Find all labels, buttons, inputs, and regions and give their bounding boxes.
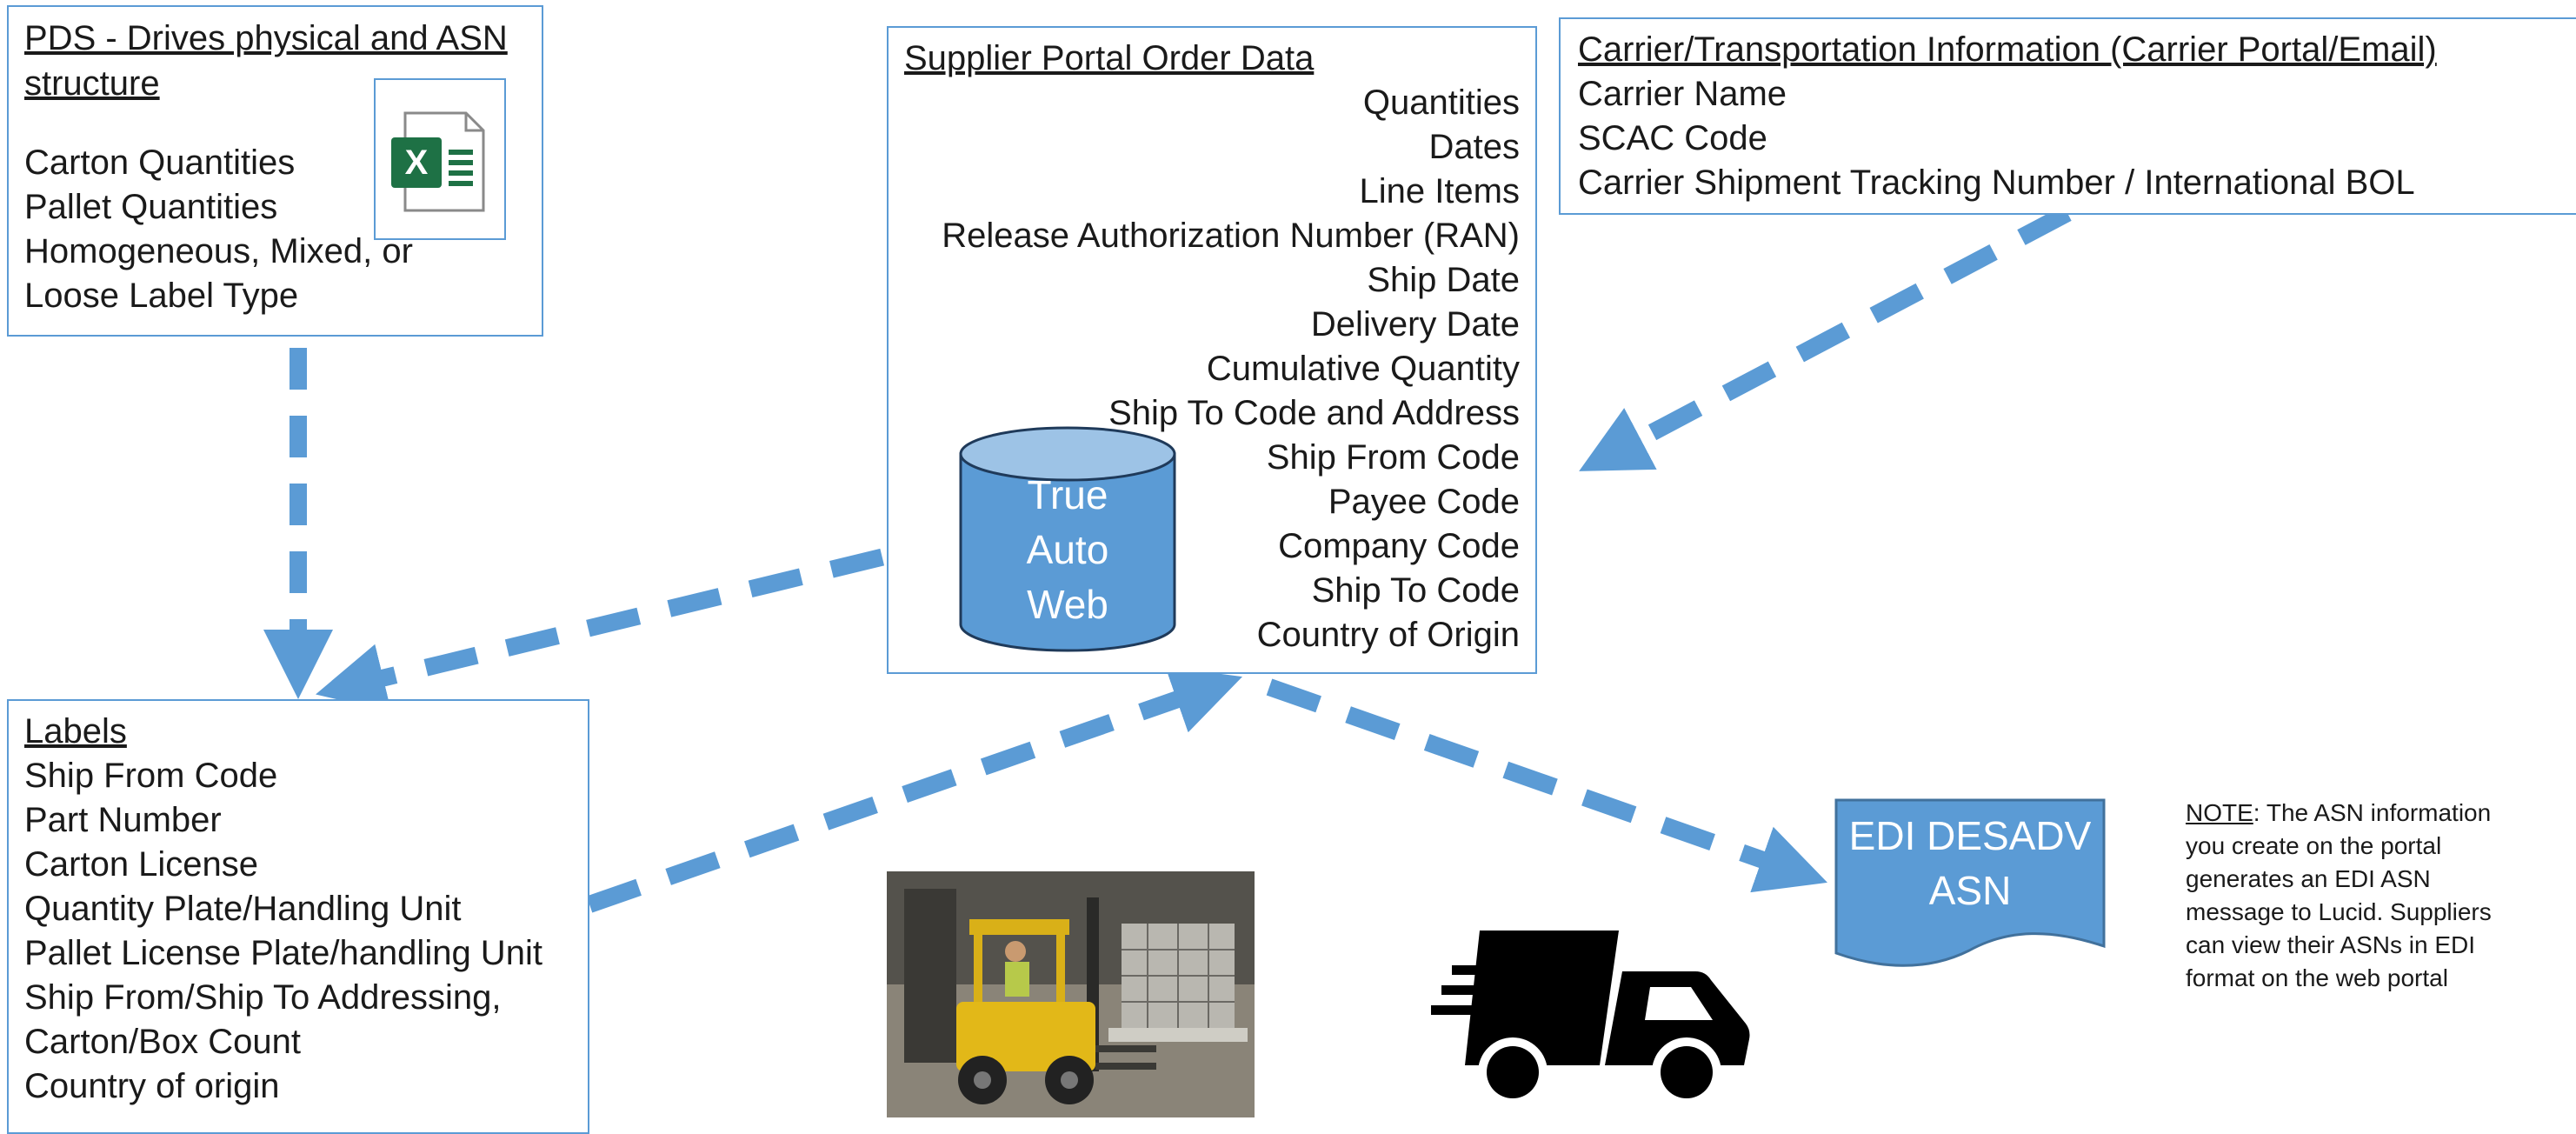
delivery-truck-icon [1431, 931, 1750, 1107]
arrow-labels-to-supplier [586, 666, 1242, 913]
edi-label: EDI DESADV ASN [1834, 809, 2106, 918]
supplier-item: Delivery Date [1310, 305, 1520, 344]
carrier-item: Carrier Name [1578, 75, 1787, 113]
labels-item: Ship From/Ship To Addressing, [24, 978, 502, 1017]
edi-label-line: ASN [1928, 868, 2012, 913]
pds-title-line: structure [24, 64, 160, 103]
pds-box: PDS - Drives physical and ASN structure … [7, 5, 543, 337]
database-label-line: Auto [1026, 527, 1109, 572]
pds-item: Homogeneous, Mixed, or [24, 232, 413, 270]
supplier-items: Quantities Dates Line Items Release Auth… [904, 81, 1520, 657]
database-label: True Auto Web [959, 468, 1176, 632]
arrow-carrier-to-supplier [1579, 205, 2072, 471]
supplier-item: Country of Origin [1256, 616, 1520, 654]
arrow-supplier-to-edi [1266, 678, 1827, 893]
carrier-items: Carrier Name SCAC Code Carrier Shipment … [1578, 72, 2576, 205]
supplier-item: Quantities [1362, 83, 1520, 122]
note-label: NOTE [2186, 799, 2253, 826]
supplier-title: Supplier Portal Order Data [904, 39, 1315, 77]
labels-item: Quantity Plate/Handling Unit [24, 890, 462, 928]
excel-glyph: X [405, 143, 429, 182]
labels-item: Carton License [24, 845, 259, 884]
edi-document-shape [1834, 798, 2106, 967]
database-label-line: True [1027, 472, 1108, 517]
carrier-title: Carrier/Transportation Information (Carr… [1578, 30, 2437, 69]
note-text: : The ASN information you create on the … [2186, 799, 2492, 991]
labels-item: Country of origin [24, 1067, 280, 1105]
labels-box: Labels Ship From Code Part Number Carton… [7, 699, 589, 1134]
labels-items: Ship From Code Part Number Carton Licens… [24, 754, 588, 1109]
asn-note: NOTE: The ASN information you create on … [2186, 797, 2516, 995]
labels-item: Part Number [24, 801, 222, 839]
pds-title: PDS - Drives physical and ASN structure [24, 16, 542, 106]
excel-icon: X [374, 78, 506, 240]
labels-title: Labels [24, 712, 127, 750]
carrier-box: Carrier/Transportation Information (Carr… [1559, 17, 2576, 215]
database-cylinder [959, 426, 1176, 652]
supplier-item: Ship From Code [1266, 438, 1520, 477]
supplier-item: Payee Code [1328, 483, 1520, 521]
arrow-db-to-labels [316, 529, 966, 712]
database-label-line: Web [1027, 582, 1108, 627]
carrier-item: SCAC Code [1578, 119, 1767, 157]
supplier-item: Ship Date [1367, 261, 1520, 299]
supplier-item: Ship To Code [1311, 571, 1520, 610]
labels-item: Ship From Code [24, 757, 278, 795]
supplier-item: Cumulative Quantity [1206, 350, 1520, 388]
pds-item: Pallet Quantities [24, 188, 278, 226]
forklift-photo [887, 871, 1255, 1117]
supplier-item: Release Authorization Number (RAN) [942, 217, 1520, 255]
supplier-item: Ship To Code and Address [1108, 394, 1520, 432]
labels-item: Carton/Box Count [24, 1023, 301, 1061]
pds-item: Loose Label Type [24, 277, 299, 315]
carrier-item: Carrier Shipment Tracking Number / Inter… [1578, 163, 2415, 202]
pds-title-line: PDS - Drives physical and ASN [24, 19, 508, 57]
supplier-item: Dates [1428, 128, 1521, 166]
supplier-item: Line Items [1359, 172, 1520, 210]
edi-label-line: EDI DESADV [1848, 813, 2092, 858]
labels-item: Pallet License Plate/handling Unit [24, 934, 542, 972]
pds-items: Carton Quantities Pallet Quantities Homo… [24, 141, 542, 318]
pds-item: Carton Quantities [24, 143, 296, 182]
supplier-item: Company Code [1278, 527, 1520, 565]
